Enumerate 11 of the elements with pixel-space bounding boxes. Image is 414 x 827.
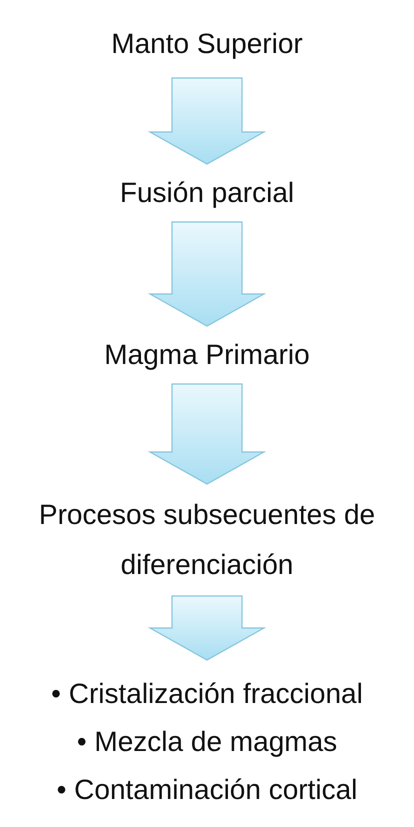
block-arrow bbox=[148, 77, 266, 165]
block-arrow bbox=[148, 595, 266, 661]
step-label: Magma Primario bbox=[104, 338, 310, 372]
step-label: Procesos subsecuentes de diferenciación bbox=[38, 498, 376, 582]
block-arrow bbox=[148, 221, 266, 327]
list-item: • Contaminación cortical bbox=[56, 773, 358, 807]
block-arrow bbox=[148, 383, 266, 485]
step-label: Fusión parcial bbox=[120, 176, 294, 210]
step-label: Manto Superior bbox=[111, 27, 303, 61]
list-item: • Mezcla de magmas bbox=[76, 725, 338, 759]
list-item: • Cristalización fraccional bbox=[51, 677, 363, 711]
